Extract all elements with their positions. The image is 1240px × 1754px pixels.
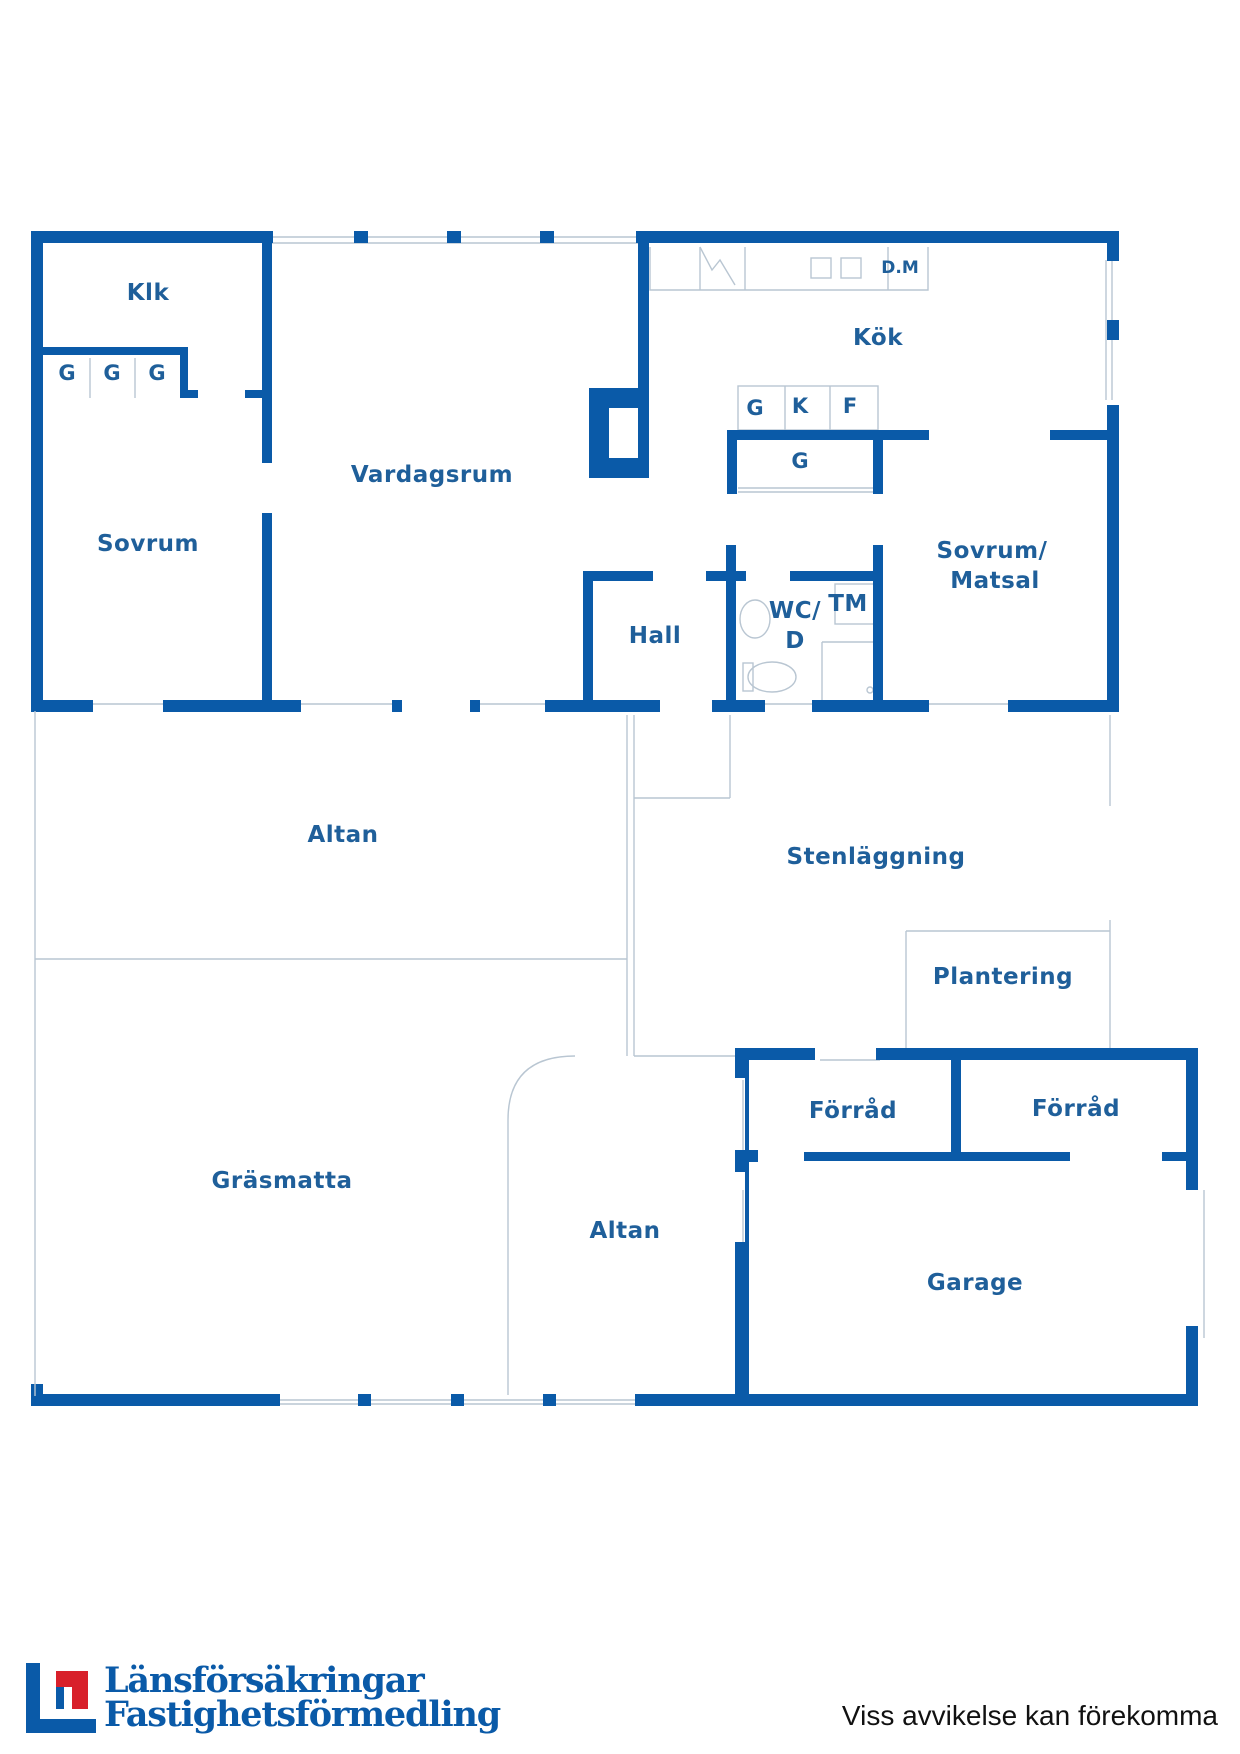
kitchen-closet-label: G xyxy=(746,396,763,420)
room-label-stenlaggning: Stenläggning xyxy=(787,844,966,870)
room-label-wc-line2: D xyxy=(785,628,805,654)
room-label-hall: Hall xyxy=(629,623,682,649)
logo-wordmark: Länsförsäkringar Fastighetsförmedling xyxy=(104,1660,501,1735)
fixture-labels: G G G G K F G D.M xyxy=(58,258,918,473)
company-logo: Länsförsäkringar Fastighetsförmedling xyxy=(26,1660,501,1735)
room-label-forrad-right: Förråd xyxy=(1032,1095,1120,1122)
room-label-plantering: Plantering xyxy=(933,964,1073,990)
room-label-altan-south: Altan xyxy=(589,1218,660,1244)
room-labels: Klk Sovrum Vardagsrum Kök Sovrum/ Matsal… xyxy=(97,280,1120,1296)
lansforsakringar-logo-mark-icon xyxy=(26,1663,96,1733)
room-label-kok: Kök xyxy=(853,325,903,351)
room-label-sovrum-matsal-line1: Sovrum/ xyxy=(937,538,1048,564)
room-label-vardagsrum: Vardagsrum xyxy=(351,462,513,488)
room-label-forrad-left: Förråd xyxy=(809,1097,897,1124)
room-label-klk: Klk xyxy=(127,280,170,306)
room-label-sovrum-matsal-line2: Matsal xyxy=(950,568,1040,594)
room-label-grasmatta: Gräsmatta xyxy=(212,1168,353,1194)
kitchen-freezer-label: F xyxy=(843,394,857,418)
room-label-sovrum: Sovrum xyxy=(97,531,199,557)
disclaimer-text: Viss avvikelse kan förekomma xyxy=(841,1700,1218,1731)
kitchen-fridge-label: K xyxy=(792,394,809,418)
room-label-garage: Garage xyxy=(927,1270,1023,1296)
room-label-tm: TM xyxy=(828,591,868,617)
dishwasher-label: D.M xyxy=(881,258,919,278)
room-label-wc-line1: WC/ xyxy=(769,598,821,624)
closet-label-2: G xyxy=(103,361,120,385)
room-label-altan-north: Altan xyxy=(307,822,378,848)
logo-line-1: Länsförsäkringar xyxy=(104,1660,425,1701)
closet-label-1: G xyxy=(58,361,75,385)
closet-label-3: G xyxy=(148,361,165,385)
outdoor-boundaries xyxy=(35,715,1205,1395)
kitchen-lower-closet-label: G xyxy=(791,449,808,473)
walls xyxy=(31,231,1198,1406)
logo-line-2: Fastighetsförmedling xyxy=(104,1694,501,1735)
